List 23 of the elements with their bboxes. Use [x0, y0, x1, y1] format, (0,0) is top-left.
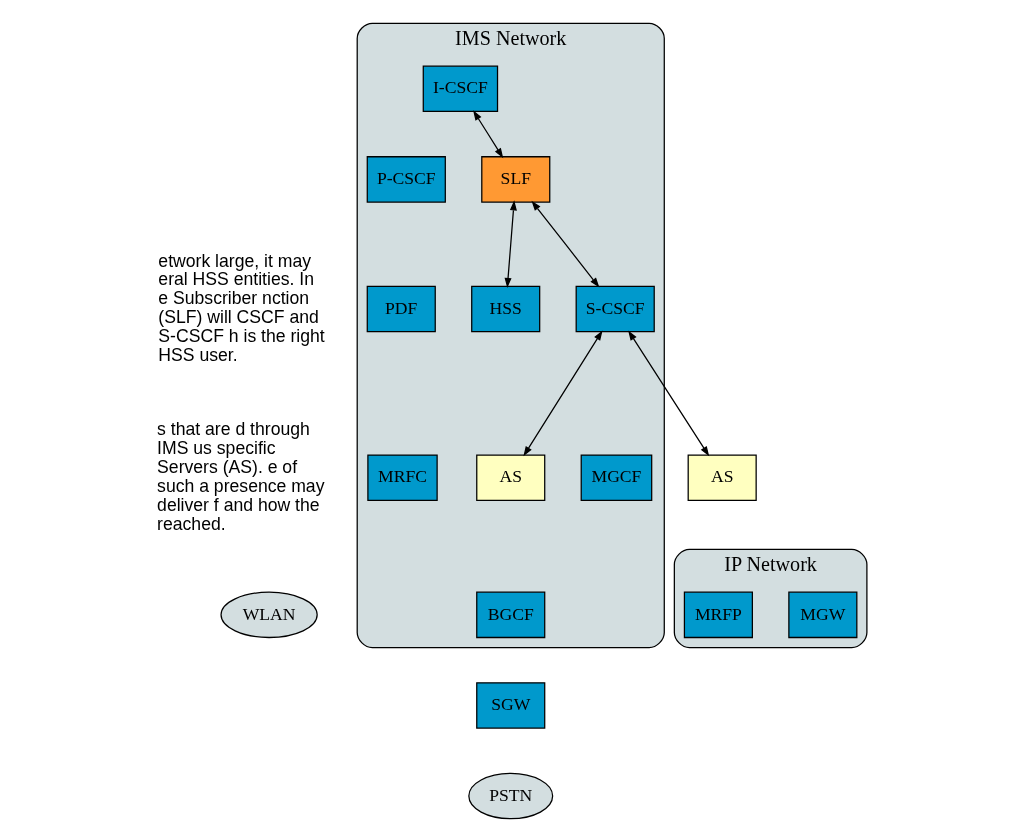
node-box: I-CSCF	[422, 65, 498, 113]
node-box: SLF	[480, 156, 550, 203]
node-box: P-CSCF	[366, 156, 446, 203]
arrow	[504, 200, 517, 288]
node-box: SGW	[475, 682, 545, 729]
arrow	[472, 110, 503, 159]
node-box: MGW	[787, 591, 857, 639]
node-box: MRFP	[683, 591, 753, 639]
node-ellipse: WLAN	[219, 591, 318, 639]
node-box: BGCF	[475, 591, 545, 639]
node-box: AS	[687, 454, 757, 501]
node-box: MGCF	[580, 454, 652, 501]
node-box: HSS	[470, 285, 540, 333]
arrow	[530, 200, 599, 288]
node-box: S-CSCF	[575, 285, 655, 333]
node-box: PDF	[366, 285, 436, 333]
node-box: AS	[475, 454, 545, 501]
label: etwork large, it may eral HSS entities. In e Subscriber nction (SLF) will CSCF and S-CSCF h is the right HSS user.	[157, 250, 325, 365]
arrow	[627, 330, 709, 457]
label: s that are d through IMS us specific Servers (AS). e of such a presence may deliver f and how the reached.	[156, 419, 324, 534]
arrow	[522, 330, 603, 457]
node-ellipse: PSTN	[467, 772, 553, 820]
node-box: MRFC	[366, 454, 438, 501]
